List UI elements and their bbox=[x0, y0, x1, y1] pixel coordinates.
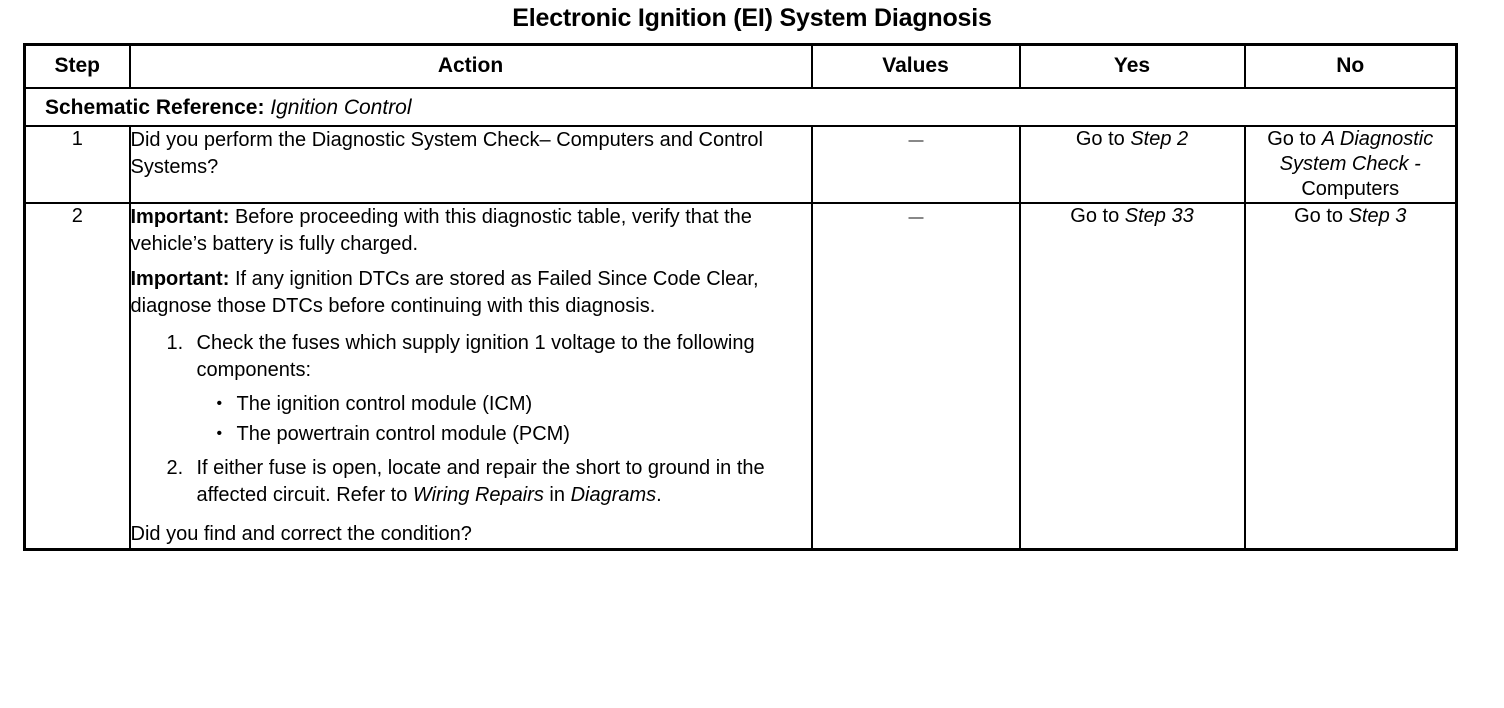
diagnostic-table: Step Action Values Yes No Schematic Refe… bbox=[23, 43, 1458, 551]
list-item: The ignition control module (ICM) bbox=[215, 389, 811, 419]
action-list-item-1-text: Check the fuses which supply ignition 1 … bbox=[196, 332, 755, 381]
component-bullet-list: The ignition control module (ICM) The po… bbox=[197, 389, 811, 449]
important-label-1: Important: bbox=[130, 206, 230, 228]
action-list-item-2-text-b: in bbox=[543, 484, 571, 506]
final-question-step-2: Did you find and correct the condition? bbox=[130, 523, 472, 545]
values-dash: — bbox=[908, 132, 924, 149]
no-cell-step-2: Go to Step 3 bbox=[1243, 202, 1458, 551]
action-list-item-2-text-a: If either fuse is open, locate and repai… bbox=[196, 457, 765, 506]
no-cell-step-1: Go to A Diagnostic System Check - Comput… bbox=[1243, 125, 1458, 204]
action-list-item-2: If either fuse is open, locate and repai… bbox=[167, 455, 811, 509]
schematic-reference-row: Schematic Reference: Ignition Control bbox=[23, 87, 1458, 127]
no-prefix-step-1: Go to bbox=[1267, 128, 1322, 150]
no-prefix-step-2: Go to bbox=[1294, 205, 1349, 227]
values-cell-step-2: — bbox=[810, 202, 1021, 551]
step-number-2: 2 bbox=[23, 202, 131, 551]
action-cell-step-1: Did you perform the Diagnostic System Ch… bbox=[128, 125, 813, 204]
yes-cell-step-2: Go to Step 33 bbox=[1018, 202, 1246, 551]
important-note-2: Important: If any ignition DTCs are stor… bbox=[131, 266, 811, 320]
yes-target-step-2: Step 33 bbox=[1124, 205, 1194, 227]
important-text-2: If any ignition DTCs are stored as Faile… bbox=[130, 268, 759, 317]
schematic-reference-value: Ignition Control bbox=[270, 95, 412, 119]
action-text-step-1: Did you perform the Diagnostic System Ch… bbox=[130, 129, 764, 178]
values-cell-step-1: — bbox=[810, 125, 1021, 204]
step-number-1: 1 bbox=[23, 125, 131, 204]
action-list-item-2-text-c: . bbox=[656, 484, 662, 506]
column-header-action: Action bbox=[128, 43, 813, 89]
page-title: Electronic Ignition (EI) System Diagnosi… bbox=[512, 4, 992, 32]
no-suffix-step-1: Computers bbox=[1301, 178, 1400, 200]
schematic-reference-label: Schematic Reference: bbox=[45, 95, 265, 119]
yes-prefix-step-2: Go to bbox=[1070, 205, 1125, 227]
reference-wiring-repairs: Wiring Repairs bbox=[412, 484, 544, 506]
action-cell-step-2: Important: Before proceeding with this d… bbox=[128, 202, 813, 551]
schematic-reference-cell: Schematic Reference: Ignition Control bbox=[23, 87, 1458, 127]
yes-prefix-step-1: Go to bbox=[1075, 128, 1131, 150]
column-header-no: No bbox=[1243, 43, 1458, 89]
yes-target-step-1: Step 2 bbox=[1130, 128, 1189, 150]
column-header-values: Values bbox=[810, 43, 1021, 89]
important-label-2: Important: bbox=[130, 268, 230, 290]
reference-diagrams: Diagrams bbox=[570, 484, 657, 506]
column-header-yes: Yes bbox=[1018, 43, 1246, 89]
table-header-row: Step Action Values Yes No bbox=[23, 43, 1458, 89]
values-dash: — bbox=[908, 209, 924, 226]
action-list-item-1: Check the fuses which supply ignition 1 … bbox=[167, 330, 811, 449]
table-row: 2 Important: Before proceeding with this… bbox=[23, 202, 1458, 551]
list-item: The powertrain control module (PCM) bbox=[215, 419, 811, 449]
no-target-step-2: Step 3 bbox=[1348, 205, 1407, 227]
important-text-1: Before proceeding with this diagnostic t… bbox=[130, 206, 752, 255]
column-header-step: Step bbox=[23, 43, 131, 89]
no-target-step-1: A Diagnostic System Check - bbox=[1279, 128, 1434, 175]
table-row: 1 Did you perform the Diagnostic System … bbox=[23, 125, 1458, 204]
action-step-list: Check the fuses which supply ignition 1 … bbox=[131, 330, 811, 509]
yes-cell-step-1: Go to Step 2 bbox=[1018, 125, 1246, 204]
important-note-1: Important: Before proceeding with this d… bbox=[131, 204, 811, 258]
